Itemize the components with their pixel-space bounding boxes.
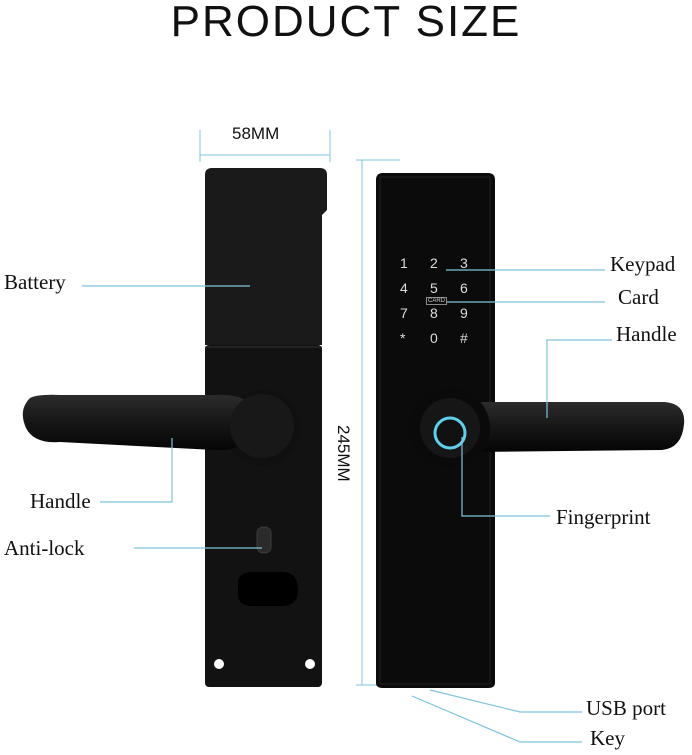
height-dimension-label: 245MM — [334, 425, 353, 482]
fingerprint-label: Fingerprint — [556, 505, 651, 529]
key-label: Key — [590, 726, 625, 750]
usb-port-label: USB port — [586, 696, 666, 720]
key-0[interactable]: 0 — [430, 330, 438, 346]
width-dimension-label: 58MM — [232, 124, 280, 143]
page-title: PRODUCT SIZE — [170, 0, 522, 46]
width-dimension-marker — [199, 130, 331, 162]
key-9[interactable]: 9 — [460, 305, 468, 321]
key-8[interactable]: 8 — [430, 305, 438, 321]
key-2[interactable]: 2 — [430, 255, 438, 271]
keypad-label: Keypad — [610, 252, 676, 276]
battery-label: Battery — [4, 270, 66, 294]
leader-lines — [82, 269, 612, 743]
key-5[interactable]: 5 — [430, 280, 438, 296]
key-star[interactable]: * — [400, 330, 406, 346]
keypad: 1 2 3 4 5 6 CARD 7 8 9 * 0 # — [395, 255, 485, 355]
anti-lock-label: Anti-lock — [4, 536, 85, 560]
card-mark: CARD — [426, 297, 448, 305]
handle-right-label: Handle — [616, 322, 677, 346]
key-hash[interactable]: # — [460, 330, 468, 346]
back-lever-handle — [22, 390, 300, 466]
front-lever-handle — [410, 388, 685, 468]
card-label: Card — [618, 285, 659, 309]
key-6[interactable]: 6 — [460, 280, 468, 296]
handle-left-label: Handle — [30, 489, 91, 513]
key-7[interactable]: 7 — [400, 305, 408, 321]
key-4[interactable]: 4 — [400, 280, 408, 296]
key-1[interactable]: 1 — [400, 255, 408, 271]
key-3[interactable]: 3 — [460, 255, 468, 271]
